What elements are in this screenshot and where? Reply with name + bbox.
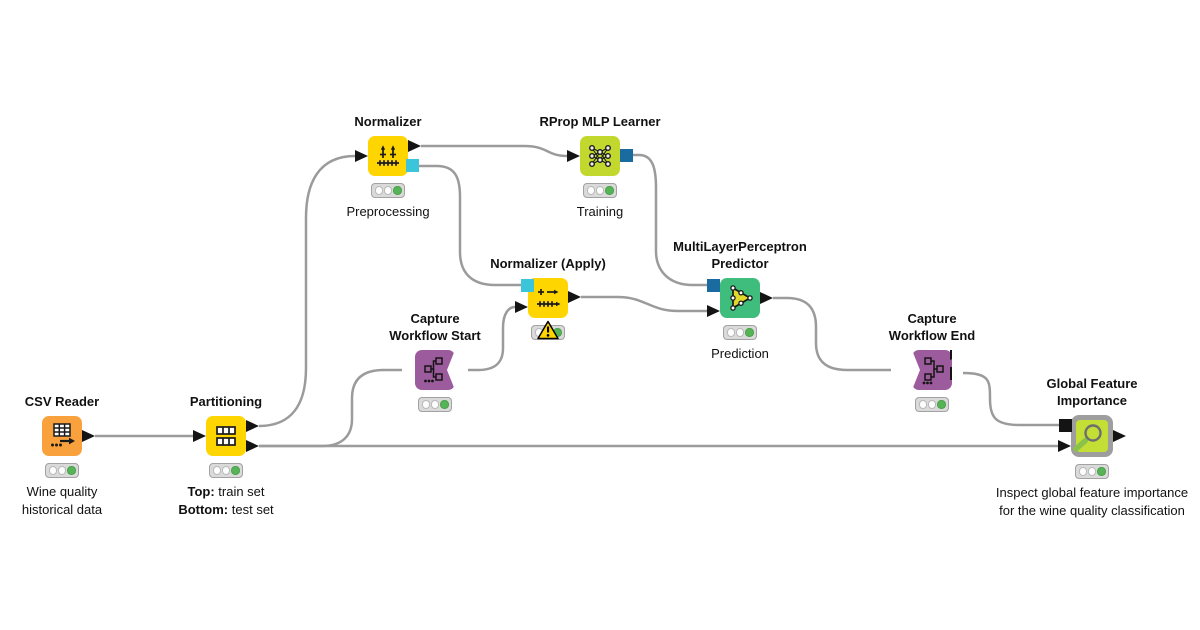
node-rprop-mlp-learner: RProp MLP Learner Training <box>539 114 660 219</box>
connection-apply-to-predictor[interactable] <box>581 295 707 313</box>
status-traffic-light <box>418 397 452 412</box>
node-title: Capture Workflow Start <box>389 311 481 343</box>
node-normalizer: Normalizer Preprocessing <box>346 114 429 219</box>
mlp-network-icon <box>588 144 612 168</box>
node-annotation: Prediction <box>711 346 769 361</box>
output-port-top[interactable] <box>246 419 259 432</box>
node-partitioning: Partitioning Top: train set Bottom: test… <box>178 394 273 517</box>
output-port-data[interactable] <box>82 429 95 442</box>
normalizer-apply-icon <box>537 289 561 307</box>
status-traffic-light <box>1075 464 1109 479</box>
node-multilayerperceptron-predictor: MultiLayerPerceptron Predictor Predictio… <box>673 239 807 361</box>
node-title: CSV Reader <box>24 394 100 409</box>
output-port-data[interactable] <box>1113 429 1126 442</box>
input-port-data[interactable] <box>1058 439 1071 452</box>
node-capture-workflow-start: Capture Workflow Start <box>389 311 481 412</box>
connection-predictor-to-capture-end[interactable] <box>773 296 891 372</box>
node-annotation: Preprocessing <box>346 204 430 219</box>
output-port-model[interactable] <box>620 149 633 162</box>
node-csv-reader: CSV Reader Wine quality historical data <box>22 394 102 517</box>
output-port-data[interactable] <box>568 290 581 303</box>
connection-rprop-to-predictor[interactable] <box>633 153 707 287</box>
predictor-icon <box>730 285 753 311</box>
input-port-model[interactable] <box>707 279 720 292</box>
status-traffic-light <box>723 325 757 340</box>
partition-icon <box>216 426 236 446</box>
annotation-bold-label: Bottom: <box>178 502 229 517</box>
node-annotation: Wine quality historical data <box>21 484 103 517</box>
node-title: RProp MLP Learner <box>539 114 661 129</box>
connection-normalizer-model-to-apply[interactable] <box>419 164 521 287</box>
output-port-bottom[interactable] <box>246 439 259 452</box>
connection-partitioning-to-capture-start[interactable] <box>259 368 402 448</box>
node-title: Capture Workflow End <box>888 311 976 343</box>
node-capture-workflow-end: Capture Workflow End <box>889 311 975 412</box>
status-traffic-light <box>371 183 405 198</box>
input-port-normalizer-model[interactable] <box>521 279 534 292</box>
output-port-normalizer-model[interactable] <box>406 159 419 172</box>
output-port-workflow[interactable] <box>950 367 952 380</box>
output-port-data[interactable] <box>760 291 773 304</box>
output-port-data[interactable] <box>950 350 952 360</box>
status-traffic-light <box>915 397 949 412</box>
node-body-rprop-mlp-learner[interactable] <box>567 136 633 176</box>
input-port-data[interactable] <box>707 304 720 317</box>
node-global-feature-importance: Global Feature Importance Inspect global… <box>996 376 1188 518</box>
magnifier-icon <box>1073 424 1102 452</box>
warning-icon <box>537 320 559 340</box>
node-body-csv-reader[interactable] <box>42 416 95 456</box>
connection-partitioning-to-normalizer[interactable] <box>258 154 356 428</box>
node-annotation: Inspect global feature importance for th… <box>995 485 1189 518</box>
node-annotation: Top: train set Bottom: test set <box>178 484 274 517</box>
input-port-data[interactable] <box>355 149 368 162</box>
status-traffic-light <box>45 463 79 478</box>
node-body-multilayerperceptron-predictor[interactable] <box>707 278 773 318</box>
connection-capture-start-to-apply[interactable] <box>468 305 516 372</box>
connection-normalizer-to-rprop[interactable] <box>421 144 568 158</box>
connection-capture-end-to-global-feature-importance[interactable] <box>962 371 1059 427</box>
node-title: Normalizer (Apply) <box>490 256 606 271</box>
node-body-global-feature-importance[interactable] <box>1058 415 1126 457</box>
table-reader-icon <box>51 423 75 447</box>
input-port-data[interactable] <box>193 429 206 442</box>
capture-end-icon <box>922 357 944 385</box>
annotation-bold-label: Top: <box>187 484 215 499</box>
node-title: Normalizer <box>354 114 422 129</box>
node-annotation: Training <box>576 204 624 219</box>
output-port-data[interactable] <box>408 139 421 152</box>
input-port-data[interactable] <box>515 300 528 313</box>
node-body-normalizer-apply[interactable] <box>515 278 581 318</box>
capture-start-icon <box>424 357 443 383</box>
node-normalizer-apply: Normalizer (Apply) <box>490 256 606 340</box>
node-title: Global Feature Importance <box>1046 376 1138 408</box>
status-traffic-light <box>583 183 617 198</box>
node-title: Partitioning <box>189 394 263 409</box>
node-body-capture-workflow-end[interactable] <box>912 350 952 390</box>
normalizer-icon <box>377 145 399 166</box>
status-traffic-light <box>209 463 243 478</box>
input-port-workflow[interactable] <box>1059 419 1072 432</box>
node-body-capture-workflow-start[interactable] <box>415 350 455 390</box>
node-body-normalizer[interactable] <box>355 136 421 176</box>
node-title: MultiLayerPerceptron Predictor <box>673 239 807 271</box>
input-port-data[interactable] <box>567 149 580 162</box>
node-body-partitioning[interactable] <box>193 416 259 456</box>
